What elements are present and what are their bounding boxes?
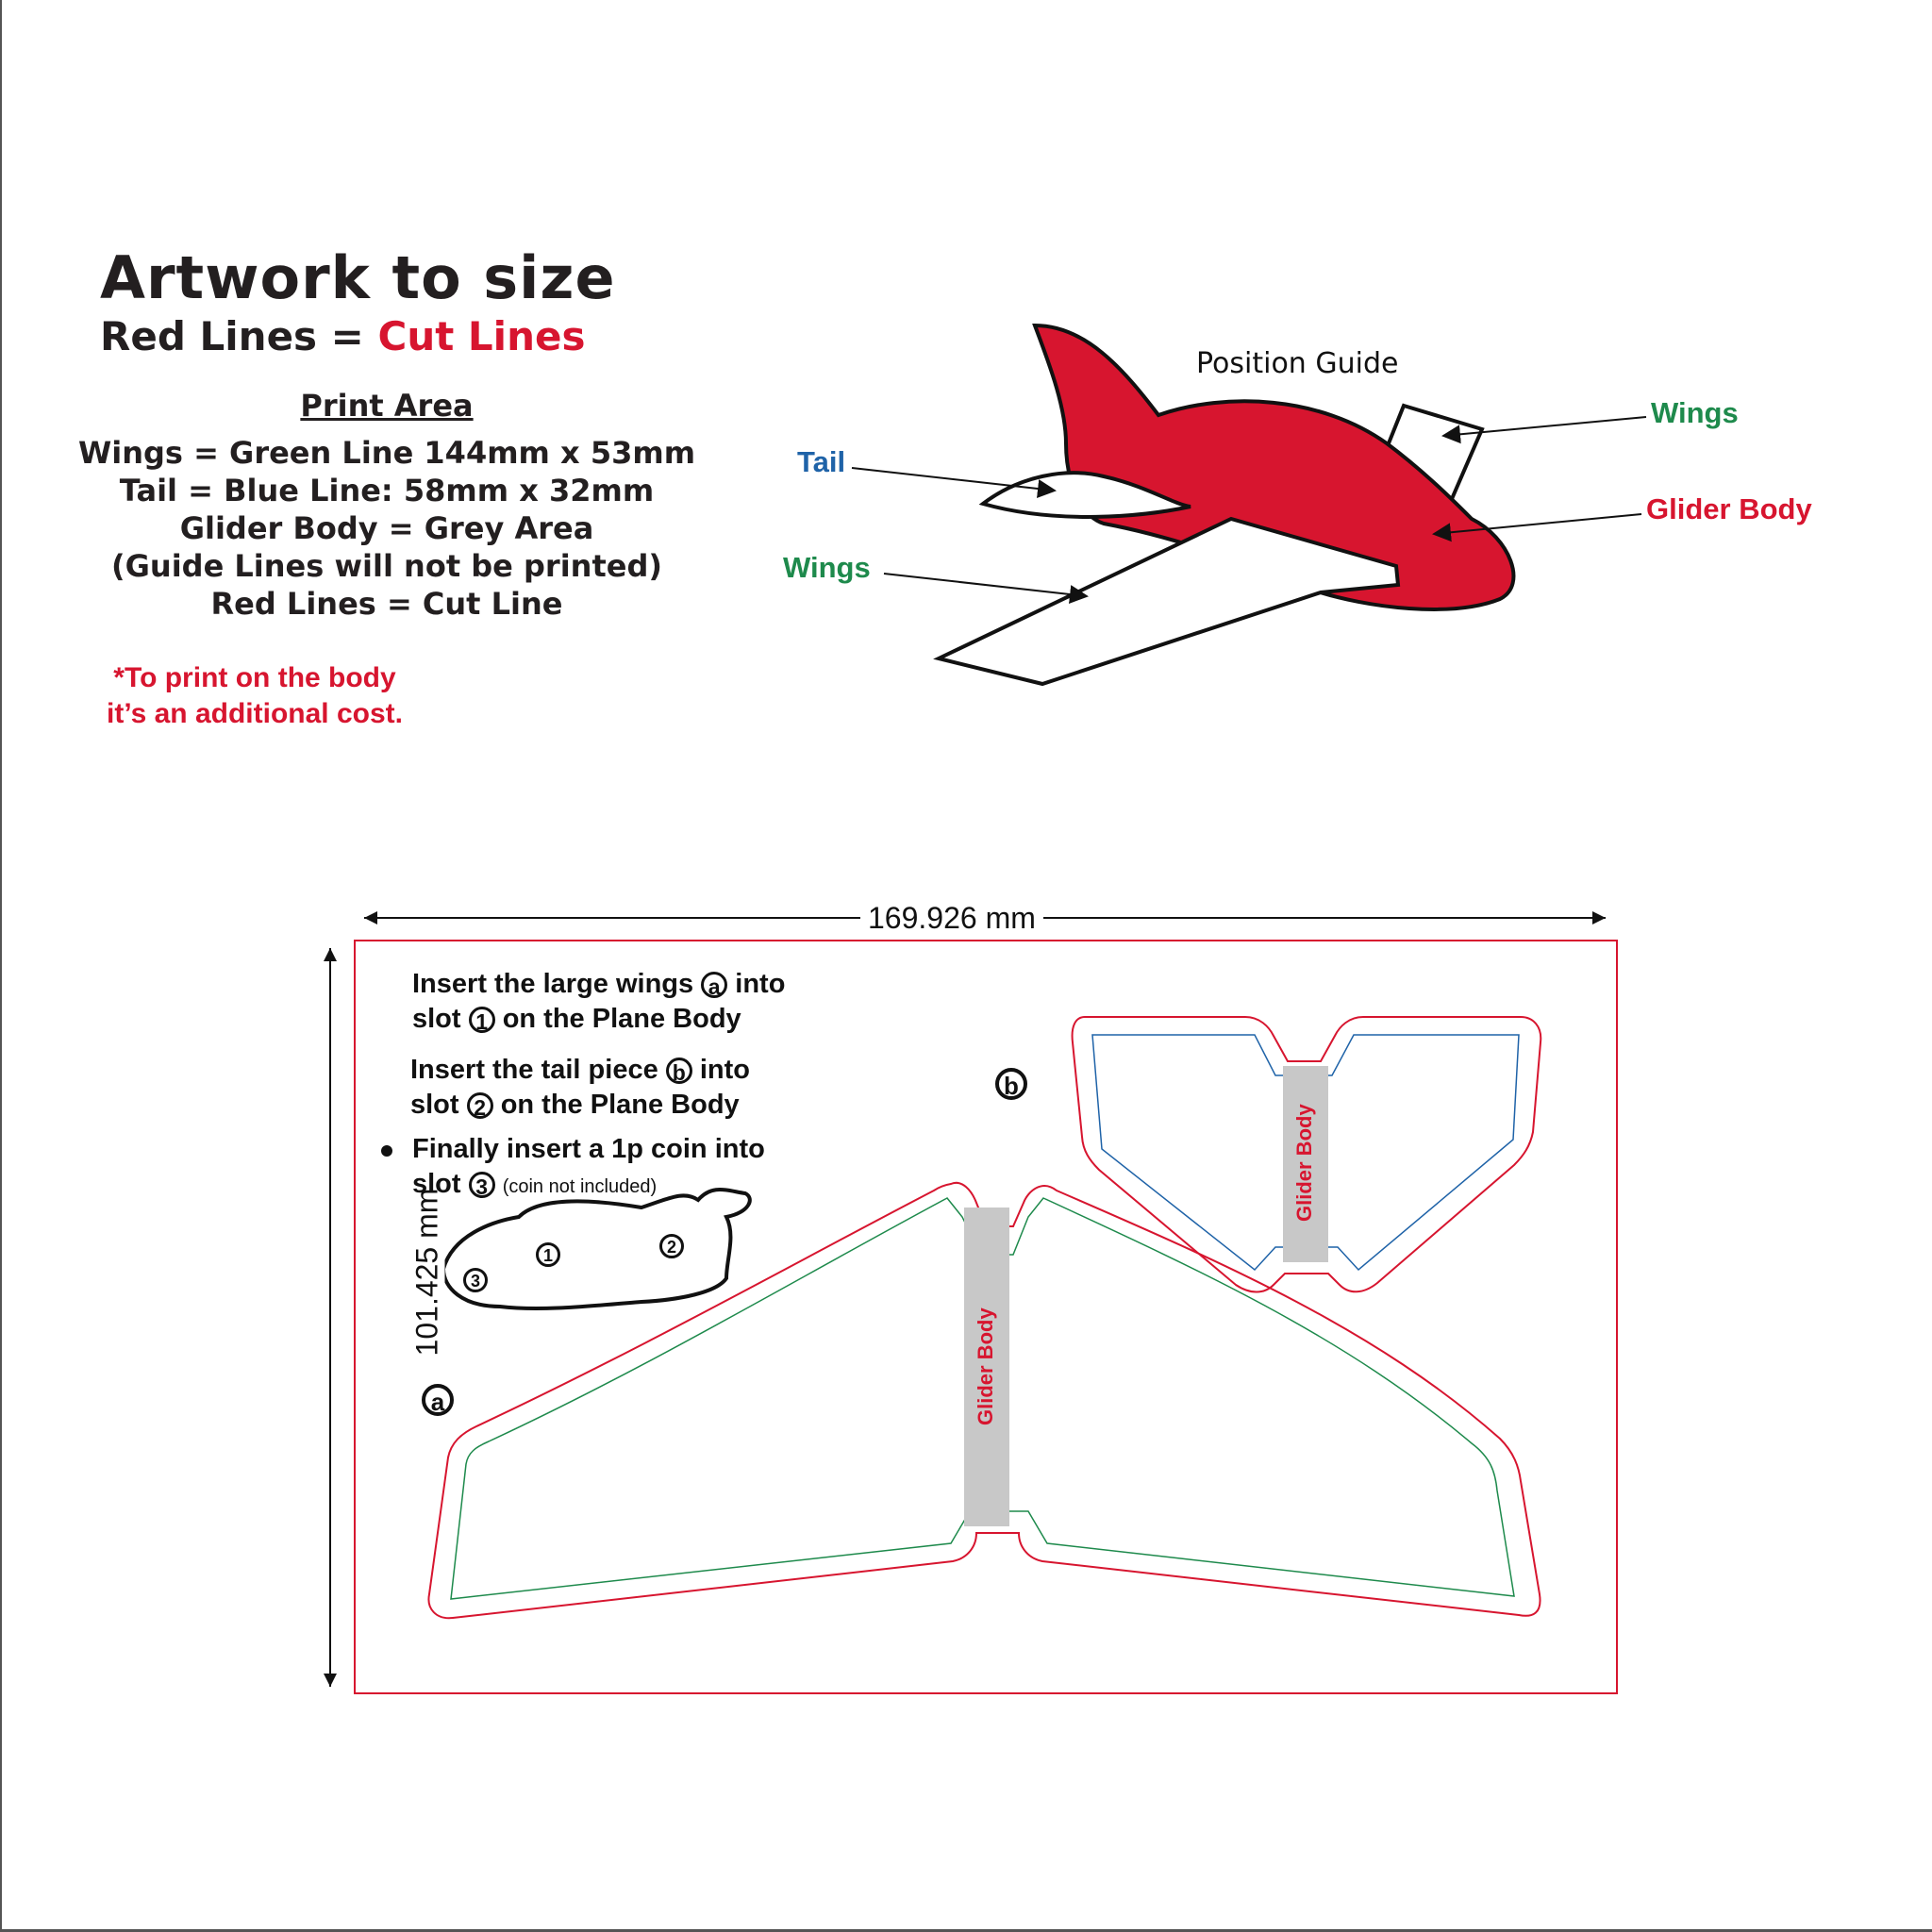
wings-top-label: Wings <box>1651 396 1739 429</box>
step2-text-a: Insert the tail piece <box>410 1055 658 1085</box>
wings-cut-outline <box>427 1181 1541 1620</box>
step2-slot: 2 <box>466 1092 493 1120</box>
slot-diagram-plane <box>441 1188 752 1311</box>
width-dimension-label: 169.926 mm <box>860 901 1043 936</box>
note-line: it’s an additional cost. <box>107 698 403 729</box>
slot-3-marker: 3 <box>463 1268 488 1292</box>
step3-note: (coin not included) <box>502 1176 658 1197</box>
glider-body-label: Glider Body <box>1646 492 1812 525</box>
note-line: *To print on the body <box>113 662 396 693</box>
position-guide-plane <box>851 323 1647 687</box>
step3-slot: 3 <box>468 1172 495 1199</box>
wings-top-leader <box>1441 416 1647 444</box>
print-area-line: Tail = Blue Line: 58mm x 32mm <box>119 473 655 508</box>
wings-print-area-green <box>450 1197 1515 1600</box>
page-bottom-edge <box>0 1929 1932 1932</box>
step3-text-c: slot <box>412 1169 461 1199</box>
instruction-step-1: Insert the large wings a into slot 1 on … <box>412 967 785 1037</box>
guide-wing-front <box>933 516 1401 687</box>
subtitle-prefix: Red Lines = <box>100 313 378 359</box>
print-area-block: Print Area Wings = Green Line 144mm x 53… <box>57 387 717 623</box>
page-subtitle: Red Lines = Cut Lines <box>100 313 585 359</box>
wings-bottom-leader <box>883 573 1089 604</box>
instruction-step-3: Finally insert a 1p coin into slot 3 (co… <box>412 1132 765 1205</box>
step1-slot: 1 <box>468 1007 495 1034</box>
step3-bullet <box>381 1145 392 1157</box>
tail-glider-body-label: Glider Body <box>1292 1104 1316 1222</box>
wings-glider-body-grey <box>964 1208 1009 1526</box>
glider-body-leader <box>1432 513 1642 542</box>
print-area-line: (Guide Lines will not be printed) <box>111 548 662 584</box>
instruction-step-2: Insert the tail piece b into slot 2 on t… <box>410 1053 750 1123</box>
step2-text-d: on the Plane Body <box>500 1090 740 1120</box>
step1-marker: a <box>701 972 728 999</box>
step1-text-c: slot <box>412 1004 461 1034</box>
step1-text-b: into <box>735 969 786 999</box>
slot-1-marker: 1 <box>536 1242 560 1267</box>
tail-label: Tail <box>797 445 846 478</box>
print-area-line: Glider Body = Grey Area <box>179 510 594 546</box>
large-wings-template <box>427 1181 1541 1620</box>
tail-cut-outline-red <box>1071 1016 1542 1293</box>
wings-bottom-label: Wings <box>783 551 871 584</box>
guide-tail <box>978 471 1191 519</box>
step2-marker: b <box>665 1058 692 1085</box>
step1-text-d: on the Plane Body <box>502 1004 741 1034</box>
tail-leader <box>851 467 1057 498</box>
position-guide-title: Position Guide <box>1196 347 1399 380</box>
slot-2-marker: 2 <box>659 1234 684 1258</box>
additional-cost-note: *To print on the body it’s an additional… <box>75 660 434 732</box>
page-left-edge <box>0 0 2 1932</box>
tail-glider-body-grey <box>1283 1066 1328 1262</box>
step3-text-a: Finally insert a 1p coin into <box>412 1134 765 1164</box>
step1-text-a: Insert the large wings <box>412 969 694 999</box>
height-dimension-line <box>324 948 337 1687</box>
tail-marker-b: b <box>995 1068 1027 1100</box>
tail-template <box>1071 1016 1542 1293</box>
cut-area-frame <box>354 940 1618 1694</box>
tail-print-area-blue <box>1091 1034 1520 1272</box>
wings-marker-a: a <box>422 1384 454 1416</box>
step2-text-c: slot <box>410 1090 459 1120</box>
wings-glider-body-label: Glider Body <box>974 1307 997 1425</box>
print-area-line: Wings = Green Line 144mm x 53mm <box>77 435 696 471</box>
print-area-heading: Print Area <box>300 388 474 424</box>
print-area-line: Red Lines = Cut Line <box>210 586 563 622</box>
page-title: Artwork to size <box>100 243 616 312</box>
subtitle-highlight: Cut Lines <box>377 313 586 359</box>
step2-text-b: into <box>699 1055 750 1085</box>
